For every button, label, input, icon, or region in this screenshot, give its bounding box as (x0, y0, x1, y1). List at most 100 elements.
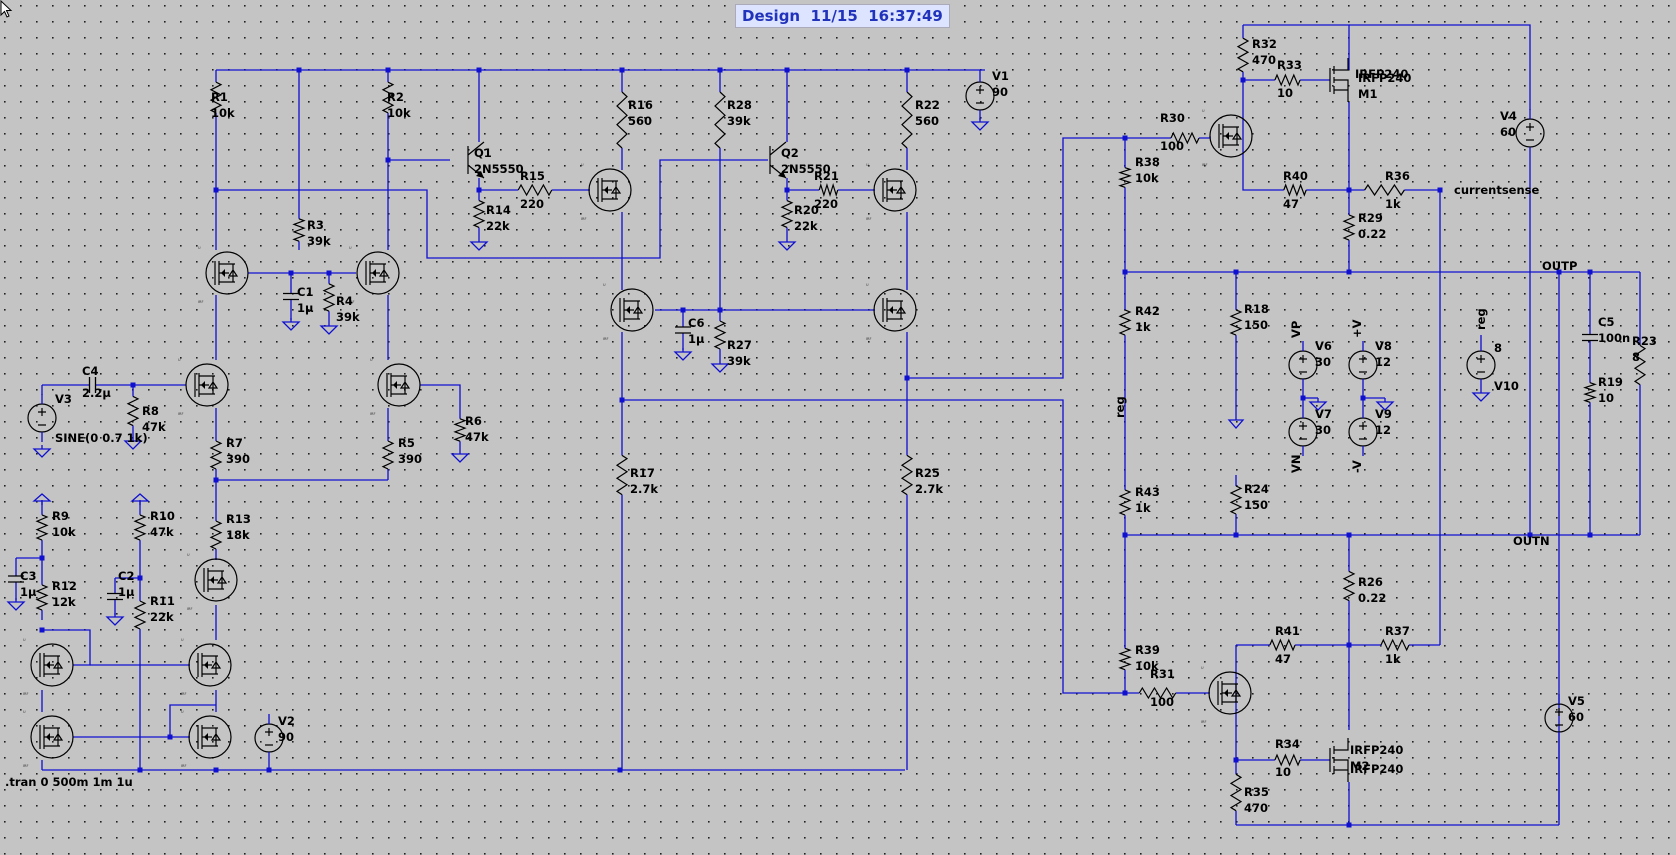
voltage-source-v3[interactable] (27, 394, 57, 442)
voltage-source-v4[interactable] (1515, 109, 1545, 157)
q1-value-label: 2N5550 (474, 162, 524, 176)
resistor-r21[interactable] (812, 182, 845, 198)
resistor-r1[interactable] (209, 70, 223, 125)
r6-value-label: 47k (465, 430, 489, 444)
resistor-r30[interactable] (1160, 131, 1210, 145)
capacitor-c5[interactable] (1582, 310, 1598, 365)
resistor-r25[interactable] (900, 440, 914, 510)
v7-value-label: 30 (1315, 423, 1331, 437)
resistor-r2[interactable] (381, 70, 395, 125)
mosfet-m2[interactable] (1329, 738, 1349, 782)
r25-ref-label: R25 (915, 466, 940, 480)
resistor-r15[interactable] (505, 183, 565, 197)
resistor-r9[interactable] (35, 505, 49, 550)
resistor-r39[interactable] (1118, 640, 1132, 678)
capacitor-c2[interactable] (107, 578, 123, 615)
resistor-r18[interactable] (1229, 300, 1243, 345)
resistor-r7[interactable] (209, 430, 223, 480)
resistor-r14[interactable] (472, 190, 486, 238)
voltage-source-v2[interactable] (254, 714, 284, 762)
voltage-source-v9[interactable] (1348, 408, 1378, 456)
resistor-r27[interactable] (713, 310, 727, 360)
voltage-source-v7[interactable] (1288, 408, 1318, 456)
resistor-r29[interactable] (1342, 205, 1356, 250)
resistor-r41[interactable] (1260, 638, 1305, 652)
resistor-r43[interactable] (1118, 480, 1132, 525)
c4-value-label: 2.2µ (82, 386, 111, 400)
capacitor-c6[interactable] (675, 310, 691, 350)
resistor-r24[interactable] (1229, 475, 1243, 525)
resistor-r13[interactable] (209, 510, 223, 560)
resistor-r19[interactable] (1583, 375, 1597, 410)
resistor-r42[interactable] (1118, 300, 1132, 345)
r13-value-label: 18k (226, 528, 250, 542)
resistor-r8[interactable] (126, 385, 140, 437)
resistor-r6[interactable] (453, 410, 467, 450)
ground-icon (469, 238, 489, 251)
resistor-r31[interactable] (1125, 686, 1190, 700)
voltage-source-v5[interactable] (1544, 694, 1574, 742)
resistor-r3[interactable] (292, 210, 306, 250)
resistor-r11[interactable] (133, 590, 147, 640)
r24-ref-label: R24 (1244, 482, 1269, 496)
resistor-r40[interactable] (1275, 183, 1315, 197)
resistor-r4[interactable] (322, 273, 336, 322)
capacitor-c1[interactable] (283, 273, 299, 320)
resistor-r16[interactable] (616, 70, 628, 170)
resistor-r22[interactable] (901, 70, 913, 170)
ground-icon (1227, 419, 1245, 429)
resistor-r34[interactable] (1265, 753, 1310, 767)
r38-value-label: 10k (1135, 171, 1159, 185)
resistor-r36[interactable] (1349, 183, 1420, 197)
transistor-q1[interactable] (467, 141, 485, 179)
resistor-r23[interactable] (1633, 330, 1647, 400)
resistor-r38[interactable] (1118, 160, 1132, 195)
resistor-r26[interactable] (1342, 560, 1356, 612)
mosfet-m1[interactable] (1329, 58, 1349, 102)
capacitor-c4[interactable] (70, 377, 115, 393)
voltage-source-v8[interactable] (1348, 341, 1378, 389)
resistor-r10[interactable] (133, 505, 147, 550)
resistor-r35[interactable] (1229, 760, 1243, 825)
r27-ref-label: R27 (727, 338, 752, 352)
capacitor-c3[interactable] (8, 558, 24, 600)
resistor-r33[interactable] (1265, 73, 1310, 87)
r21-value-label: 220 (814, 197, 838, 211)
r20-ref-label: R20 (794, 203, 819, 217)
resistor-r5[interactable] (381, 430, 395, 480)
r34-value-label: 10 (1275, 765, 1291, 779)
transistor-q2[interactable] (769, 141, 787, 179)
v3-ref-label: V3 (55, 392, 72, 406)
c6-ref-label: C6 (688, 316, 704, 330)
resistor-r17[interactable] (615, 440, 629, 510)
resistor-r32[interactable] (1236, 25, 1250, 85)
v8-ref-label: V8 (1375, 339, 1392, 353)
v2-ref-label: V2 (278, 714, 295, 728)
voltage-source-v6[interactable] (1288, 341, 1318, 389)
svg-text:IRF: IRF (866, 337, 871, 341)
net-label-reg: reg (1474, 308, 1488, 330)
resistor-r12[interactable] (35, 575, 49, 620)
resistor-r37[interactable] (1370, 638, 1420, 652)
voltage-source-v10[interactable] (1466, 341, 1496, 389)
resistor-r28[interactable] (714, 70, 726, 170)
resistor-r20[interactable] (780, 190, 794, 238)
v5-value-label: 60 (1568, 710, 1584, 724)
net-label-plus-v: +V (1350, 319, 1364, 338)
